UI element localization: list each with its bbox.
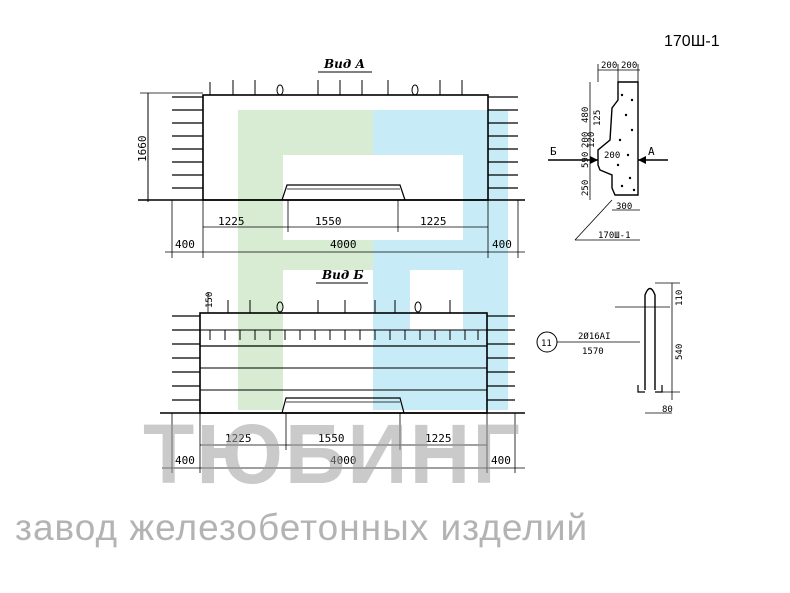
watermark-logo — [238, 110, 508, 410]
section-dim-left-5: 250 — [581, 180, 591, 196]
section-dim-left-2: 200 — [581, 132, 591, 148]
watermark-name: ТЮБИНГ — [143, 407, 522, 501]
view-a-left-bars — [172, 96, 203, 189]
view-a-height-dim: 1660 — [136, 136, 149, 163]
view-a-dim-bottom-2: 4000 — [330, 238, 357, 251]
view-b-dim-bottom-3: 400 — [491, 454, 511, 467]
view-b-title: Вид Б — [321, 268, 364, 282]
section-dim-inner-1: 125 — [593, 110, 603, 126]
view-a-dim-top-3: 1225 — [420, 215, 447, 228]
section-dim-inner-2: 200 — [604, 151, 620, 161]
section-arrow-right: А — [648, 145, 655, 158]
lifting-loop-right — [411, 84, 419, 96]
view-b-dim-top-1: 1225 — [225, 432, 252, 445]
loop-spec-line2: 1570 — [582, 347, 604, 357]
view-a-title: Вид А — [323, 57, 365, 71]
section-dim-top-2: 200 — [621, 61, 637, 71]
view-a-dim-top-1: 1225 — [218, 215, 245, 228]
view-a-dim-top-2: 1550 — [315, 215, 342, 228]
view-a-right-bars — [488, 96, 518, 189]
loop-dim-height: 540 — [675, 344, 685, 360]
view-a-dim-bottom-3: 400 — [492, 238, 512, 251]
section-dim-inner-3: 300 — [616, 202, 632, 212]
view-b-dim-top-3: 1225 — [425, 432, 452, 445]
position-marker-label: 11 — [541, 339, 552, 349]
loop-spec-line1: 2Ø16AI — [578, 331, 611, 342]
section-dim-left-1: 480 — [581, 107, 591, 123]
loop-detail: 110 540 80 11 2Ø16AI 1570 — [536, 282, 685, 415]
watermark-subtitle: завод железобетонных изделий — [15, 507, 588, 548]
section-dim-left-3: 120 — [587, 132, 597, 148]
view-a: Вид А — [136, 57, 525, 258]
view-a-top-bars — [209, 80, 463, 95]
view-b: Вид Б — [160, 268, 525, 473]
loop-dim-bottom: 80 — [662, 405, 673, 415]
view-b-dim-top-2: 1550 — [318, 432, 345, 445]
view-b-dim-bottom-2: 4000 — [330, 454, 357, 467]
section-dim-top-1: 200 — [601, 61, 617, 71]
section-arrow-left: Б — [550, 145, 557, 158]
loop-dim-top: 110 — [675, 290, 685, 306]
lifting-loop-left — [276, 84, 284, 96]
cross-section: 200 200 480 200 120 590 250 125 200 300 … — [548, 61, 668, 241]
view-b-dim-150: 150 — [205, 292, 215, 308]
view-b-dim-bottom-1: 400 — [175, 454, 195, 467]
drawing-code: 170Ш-1 — [664, 33, 720, 50]
view-a-dim-bottom-1: 400 — [175, 238, 195, 251]
section-label: 170Ш-1 — [598, 231, 631, 241]
